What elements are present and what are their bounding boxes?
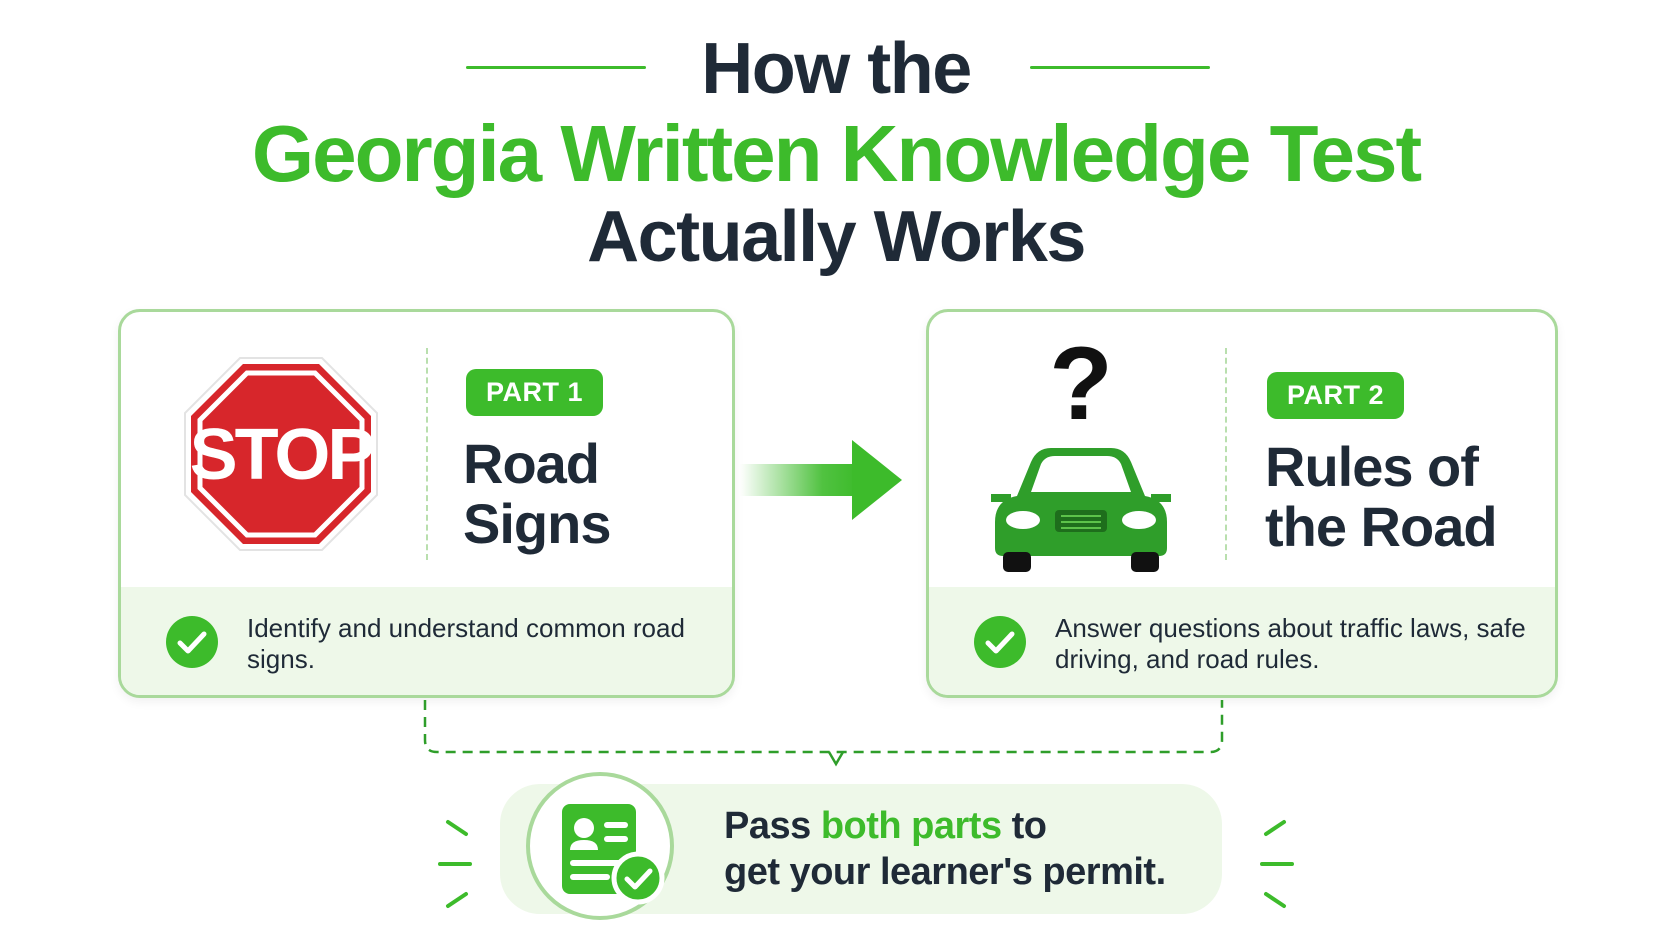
sparkle-left-icon: [438, 820, 472, 908]
title-line-1: How the: [701, 29, 972, 109]
title-rule-right: [1030, 66, 1210, 69]
card-divider: [1225, 348, 1227, 560]
part-description-panel: Answer questions about traffic laws, saf…: [929, 587, 1555, 695]
part-2-card: ? PART 2 Rules of the Road Answer questi…: [926, 309, 1558, 698]
outcome-line-1: Pass both parts to: [724, 803, 1166, 849]
title-rule-left: [466, 66, 646, 69]
part-heading: Rules of the Road: [1265, 435, 1498, 558]
part-badge: PART 1: [466, 369, 604, 416]
sparkle-right-icon: [1260, 820, 1294, 908]
part-1-card: STOP PART 1 Road Signs Identify and unde…: [118, 309, 735, 698]
title-line-2: Georgia Written Knowledge Test: [251, 109, 1422, 198]
part-badge: PART 2: [1267, 372, 1405, 419]
part-description: Identify and understand common road sign…: [247, 613, 685, 674]
outcome-prefix: Pass: [724, 805, 821, 847]
stop-sign-text: STOP: [190, 415, 374, 495]
car-icon: [991, 448, 1171, 572]
outcome-text: Pass both parts to get your learner's pe…: [724, 803, 1166, 895]
question-mark-icon: ?: [1049, 326, 1113, 442]
right-arrow-icon: [740, 440, 902, 520]
part-heading: Road Signs: [463, 432, 611, 555]
card-divider: [426, 348, 428, 560]
title-line-3: Actually Works: [587, 197, 1086, 277]
outcome-suffix: to: [1001, 805, 1047, 847]
permit-card-check-icon: [562, 804, 665, 905]
check-circle-icon: [974, 616, 1026, 668]
outcome-line-2: get your learner's permit.: [724, 851, 1166, 893]
stop-sign-icon: STOP: [184, 357, 378, 551]
check-circle-icon: [166, 616, 218, 668]
part-description-panel: Identify and understand common road sign…: [121, 587, 732, 695]
part-description: Answer questions about traffic laws, saf…: [1055, 613, 1526, 674]
outcome-highlight: both parts: [820, 805, 1002, 847]
